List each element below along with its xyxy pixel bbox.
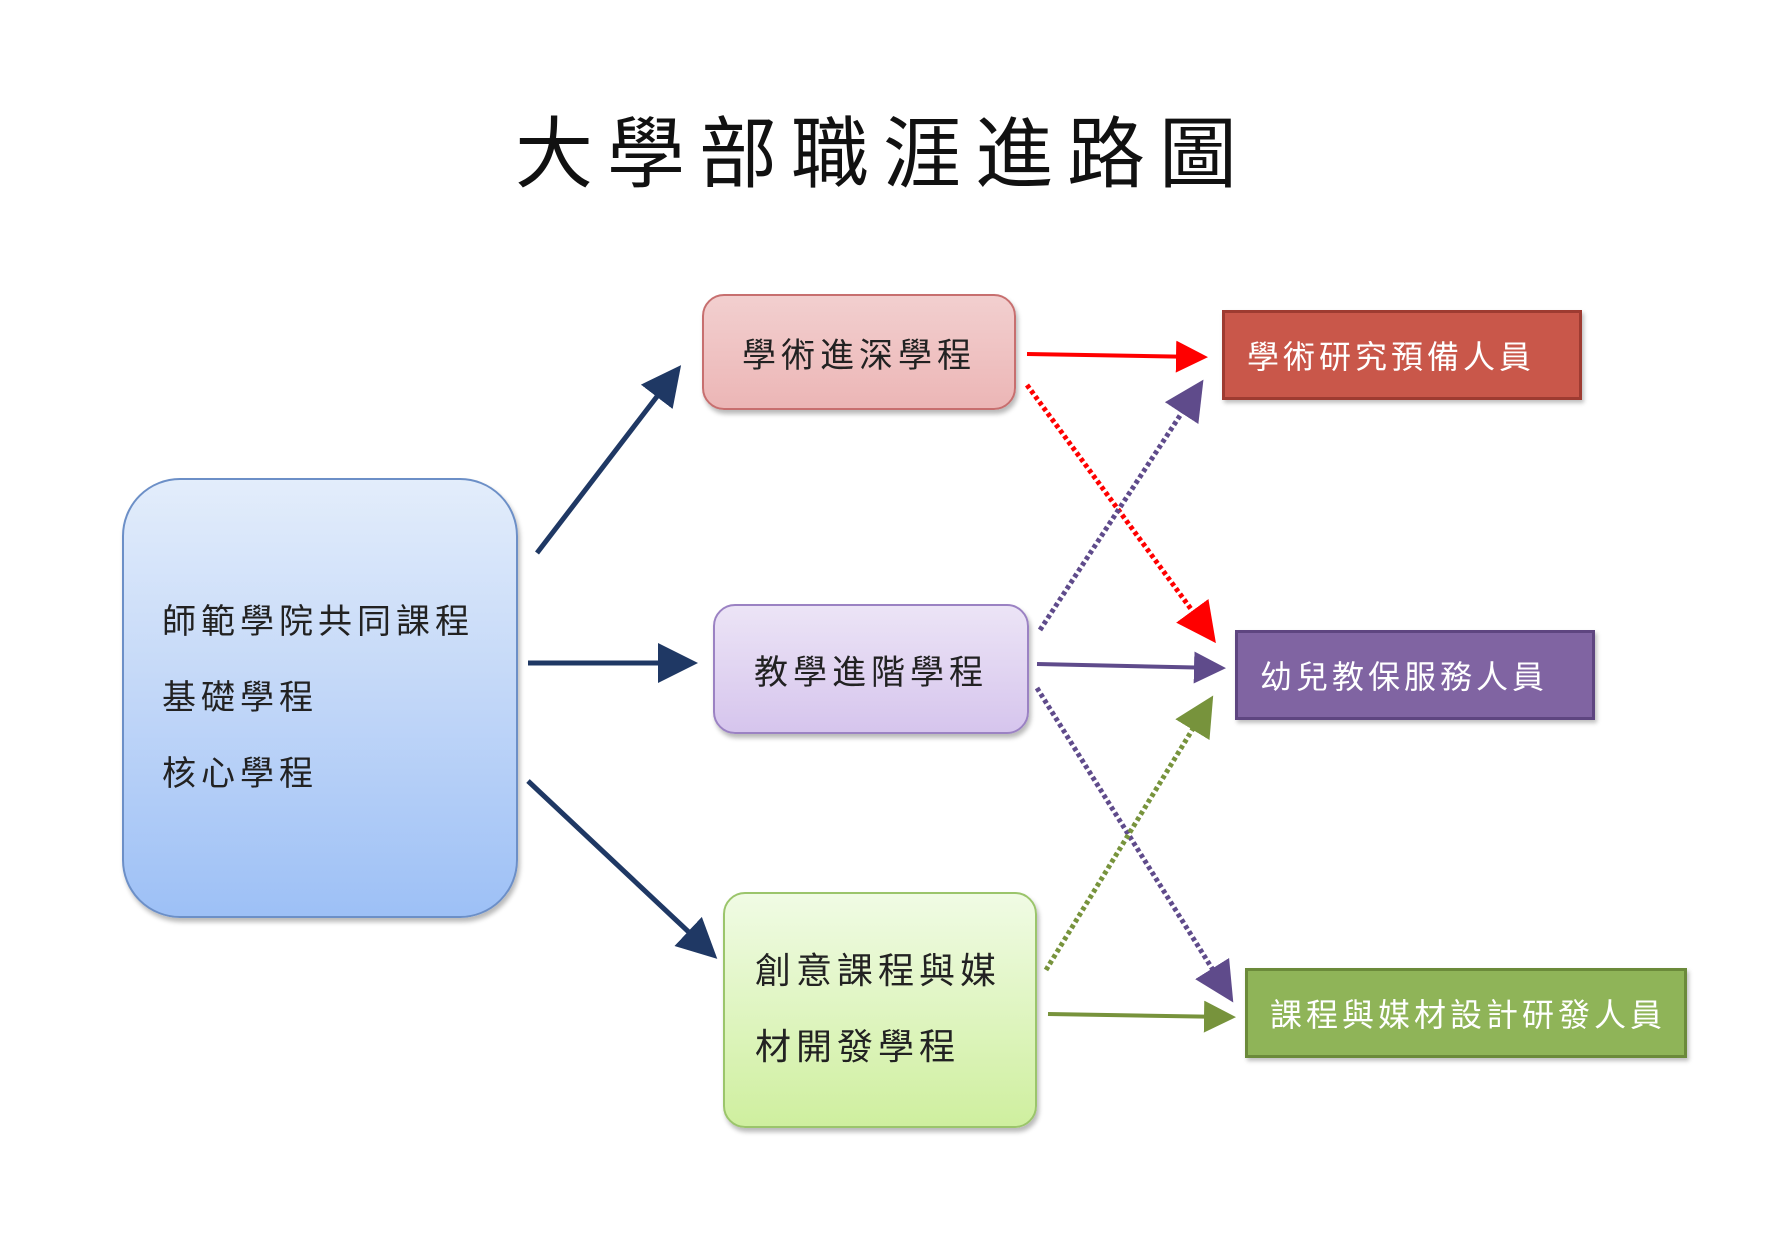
- creative-program-label-line2: 材開發學程: [755, 1027, 961, 1068]
- foundation-line-common: 師範學院共同課程: [162, 602, 474, 642]
- academic-program-box: 學術進深學程: [702, 294, 1016, 410]
- career-research-box: 學術研究預備人員: [1222, 310, 1582, 400]
- arrow-creative-to-design: [1047, 1000, 1236, 1033]
- academic-program-label: 學術進深學程: [742, 335, 976, 376]
- arrow-teaching-to-childcare: [1036, 651, 1226, 684]
- creative-program-label-line1: 創意課程與媒: [755, 951, 1002, 992]
- arrow-foundation-to-creative: [526, 779, 718, 959]
- career-design-box: 課程與媒材設計研發人員: [1245, 968, 1687, 1058]
- career-design-label: 課程與媒材設計研發人員: [1270, 996, 1667, 1034]
- arrow-creative-to-childcare: [1043, 695, 1214, 972]
- creative-program-box: 創意課程與媒 材開發學程: [723, 892, 1037, 1128]
- arrow-academic-to-research: [1026, 340, 1208, 373]
- arrow-teaching-to-design: [1034, 686, 1234, 1003]
- foundation-courses-box: 師範學院共同課程 基礎學程 核心學程: [122, 478, 518, 918]
- career-childcare-box: 幼兒教保服務人員: [1235, 630, 1595, 720]
- teaching-program-box: 教學進階學程: [713, 604, 1029, 734]
- career-research-label: 學術研究預備人員: [1247, 338, 1536, 376]
- arrow-foundation-to-academic: [535, 365, 682, 555]
- foundation-line-core: 核心學程: [162, 754, 318, 794]
- career-childcare-label: 幼兒教保服務人員: [1260, 658, 1549, 696]
- arrow-teaching-to-research: [1037, 379, 1204, 632]
- teaching-program-label: 教學進階學程: [754, 652, 988, 693]
- foundation-line-basic: 基礎學程: [162, 678, 318, 718]
- page-title: 大學部職涯進路圖: [514, 110, 1251, 200]
